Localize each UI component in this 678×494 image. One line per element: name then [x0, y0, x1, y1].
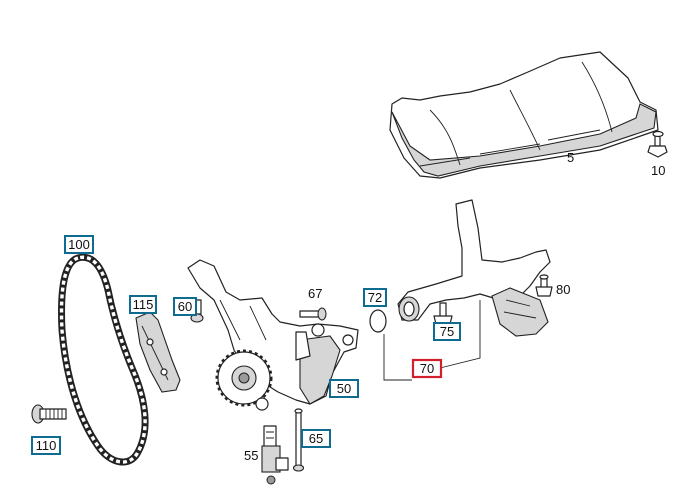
bolt-drawing-75 — [433, 302, 453, 325]
group-bracket-70 — [383, 300, 481, 381]
callout-box — [433, 322, 461, 341]
callout-box — [173, 297, 197, 316]
bolt-drawing-65 — [292, 408, 305, 472]
bolt-drawing-67 — [299, 307, 327, 321]
bolt-drawing-110 — [31, 404, 67, 424]
callout-box — [31, 436, 61, 455]
callout-5: 5 — [567, 150, 574, 165]
callout-box — [329, 379, 359, 398]
callout-10: 10 — [651, 163, 665, 178]
o-ring-drawing-72 — [369, 309, 387, 333]
callout-55: 55 — [244, 448, 258, 463]
callout-75: 75 — [433, 322, 461, 341]
bolt-drawing-80 — [535, 274, 553, 297]
callout-labels: 5 10 100 115 60 67 72 80 75 70 50 65 55 110 — [31, 150, 665, 463]
callout-67: 67 — [308, 286, 322, 301]
callout-65: 65 — [301, 429, 331, 448]
valve-drawing-55 — [261, 425, 289, 485]
callout-box — [301, 429, 331, 448]
oil-pump-drawing — [187, 259, 359, 411]
callout-text: 50 — [337, 381, 351, 396]
timing-chain-drawing — [58, 253, 149, 466]
callout-110: 110 — [31, 436, 61, 455]
bolt-drawing-10 — [647, 130, 668, 158]
callout-text: 110 — [36, 438, 57, 453]
callout-text: 80 — [556, 282, 570, 297]
callout-text: 67 — [308, 286, 322, 301]
callout-80: 80 — [556, 282, 570, 297]
callout-text: 100 — [68, 237, 90, 252]
callout-text: 115 — [133, 297, 154, 312]
callout-60: 60 — [173, 297, 197, 316]
oil-pickup-drawing — [397, 199, 551, 337]
callout-box — [363, 288, 387, 307]
callout-70: 70 — [411, 358, 443, 379]
callout-text: 65 — [309, 431, 323, 446]
callout-text: 60 — [178, 299, 192, 314]
callout-50: 50 — [329, 379, 359, 398]
callout-box — [129, 295, 157, 314]
callout-text: 75 — [440, 324, 454, 339]
callout-text: 55 — [244, 448, 258, 463]
callout-100: 100 — [64, 235, 94, 254]
callout-72: 72 — [363, 288, 387, 307]
chain-guide-drawing — [135, 311, 181, 393]
callout-115: 115 — [129, 295, 157, 314]
callout-box-highlighted — [411, 358, 443, 379]
callout-box — [64, 235, 94, 254]
callout-text: 70 — [420, 361, 434, 376]
oil-pan-drawing — [389, 51, 659, 179]
callout-text: 10 — [651, 163, 665, 178]
callout-text: 72 — [368, 290, 382, 305]
callout-text: 5 — [567, 150, 574, 165]
